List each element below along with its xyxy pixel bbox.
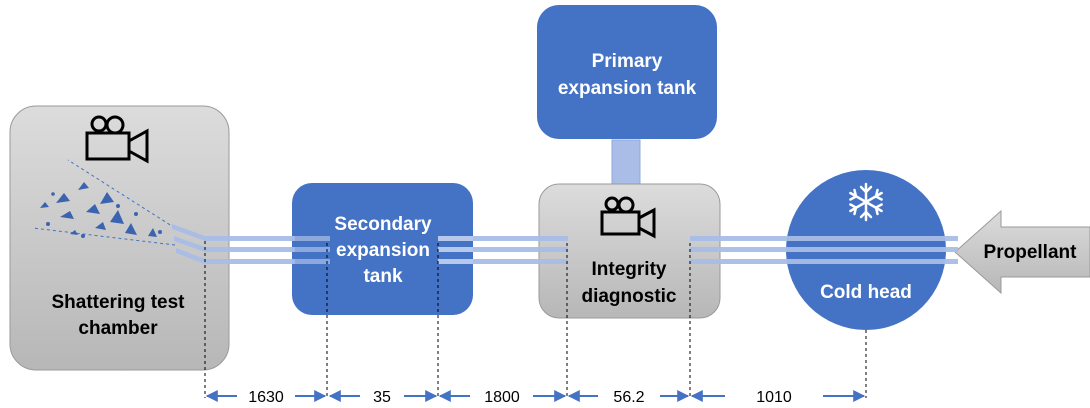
secondary-expansion-tank: Secondary expansion tank [292, 183, 473, 315]
dimension-label: 35 [373, 389, 391, 406]
chamber-label-line2: chamber [78, 318, 158, 339]
dimension-label: 1010 [756, 389, 792, 406]
dimension-label: 56.2 [613, 389, 644, 406]
video-camera-icon [600, 196, 656, 239]
chamber-label-line1: Shattering test [51, 292, 185, 313]
primary-tank-label-line1: Primary [592, 51, 663, 72]
integrity-diagnostic: Integrity diagnostic [538, 183, 721, 319]
injection-pipes [172, 224, 958, 264]
shattering-test-chamber: Shattering test chamber [9, 105, 230, 371]
reference-lines [204, 241, 867, 398]
snowflake-icon [849, 182, 883, 222]
primary-tank-connector [611, 139, 641, 187]
video-camera-icon [85, 115, 149, 164]
pellet-fragments [40, 182, 162, 238]
propellant-label: Propellant [984, 242, 1078, 263]
primary-tank-label-line2: expansion tank [558, 78, 697, 99]
dimension-label: 1800 [484, 389, 520, 406]
diagnostic-label-line2: diagnostic [581, 286, 676, 307]
diagnostic-label-line1: Integrity [592, 259, 667, 280]
dimension-label: 1630 [248, 389, 284, 406]
cold-head-label: Cold head [820, 282, 912, 303]
primary-expansion-tank: Primary expansion tank [537, 5, 717, 139]
secondary-tank-label-line3: tank [363, 266, 403, 287]
secondary-tank-label-line1: Secondary [334, 214, 432, 235]
propellant-inlet-arrow: Propellant [954, 209, 1090, 295]
secondary-tank-label-line2: expansion [336, 240, 430, 261]
